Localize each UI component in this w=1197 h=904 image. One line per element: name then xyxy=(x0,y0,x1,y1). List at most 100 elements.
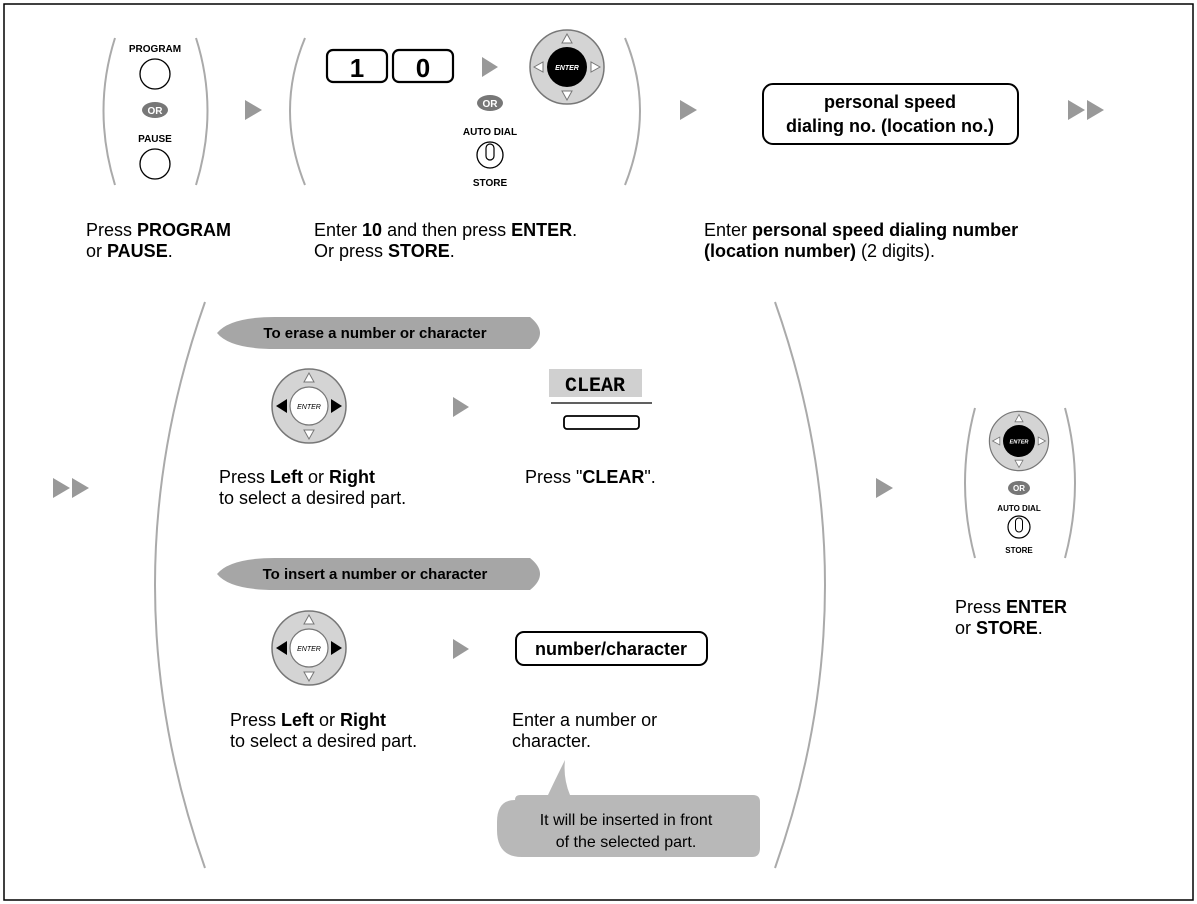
lr-navpad-2: ENTER xyxy=(271,610,347,686)
caption-text: . xyxy=(572,220,578,240)
pause-label: PAUSE xyxy=(138,134,172,145)
caption-text: Right xyxy=(340,710,387,730)
erase-pill: To erase a number or character xyxy=(217,317,540,349)
speed-dial-box-line2: dialing no. (location no.) xyxy=(786,116,994,136)
caption-text: 10 xyxy=(362,220,383,240)
arrow-2a xyxy=(482,57,498,77)
caption-text: or xyxy=(314,710,341,730)
caption-text: to select a desired part. xyxy=(219,488,407,508)
step2-left-bracket xyxy=(289,37,306,186)
speed-dial-box xyxy=(762,83,1019,145)
erase-clear-caption: Press "CLEAR". xyxy=(525,467,656,488)
key-1 xyxy=(325,48,389,84)
caption-text: Enter a number or xyxy=(512,710,658,730)
caption-text: PAUSE xyxy=(107,241,168,261)
double-arrow-b1 xyxy=(53,478,70,498)
key-0-label: 0 xyxy=(416,53,430,83)
caption-text: Left xyxy=(281,710,315,730)
caption-text: (location number) xyxy=(704,241,856,261)
erase-pill-label: To erase a number or character xyxy=(263,325,486,342)
arrow-6 xyxy=(876,478,893,498)
or-badge-1-label: OR xyxy=(148,106,164,117)
arrow-4 xyxy=(453,397,469,417)
caption-text: . xyxy=(167,241,173,261)
caption-text: personal speed dialing number xyxy=(752,220,1019,240)
caption-text: ". xyxy=(644,467,656,487)
or-badge-2-label: OR xyxy=(483,99,499,110)
store-label-1: STORE xyxy=(473,178,508,189)
lr-navpad-1-label: ENTER xyxy=(297,404,321,411)
arrow-1 xyxy=(245,100,262,120)
caption-text: STORE xyxy=(976,618,1038,638)
auto-dial-label-1: AUTO DIAL xyxy=(463,127,517,138)
caption-text: Left xyxy=(270,467,304,487)
caption-text: CLEAR xyxy=(582,467,645,487)
caption-text: ENTER xyxy=(1006,597,1068,617)
double-arrow-b2 xyxy=(72,478,89,498)
insert-pill: To insert a number or character xyxy=(217,558,540,590)
final-right-bracket xyxy=(1064,407,1076,559)
step1-caption: Press PROGRAM or PAUSE. xyxy=(86,220,231,262)
caption-text: ENTER xyxy=(511,220,573,240)
step2-caption: Enter 10 and then press ENTER. Or press … xyxy=(314,220,577,262)
insert-pill-label: To insert a number or character xyxy=(263,566,488,583)
program-label: PROGRAM xyxy=(129,44,181,55)
enter-navpad-1-label: ENTER xyxy=(555,65,579,72)
number-character-box xyxy=(515,631,708,666)
speed-dial-box-line1: personal speed xyxy=(824,92,956,112)
enter-navpad-2-label: ENTER xyxy=(1010,439,1029,445)
callout-line2: of the selected part. xyxy=(556,834,697,851)
enter-navpad-2: ENTER xyxy=(988,410,1050,472)
key-0 xyxy=(391,48,455,84)
step1-left-bracket xyxy=(102,37,116,186)
caption-text: Enter xyxy=(314,220,363,240)
big-left-bracket xyxy=(154,301,206,869)
caption-text: Enter xyxy=(704,220,753,240)
big-right-bracket xyxy=(774,301,826,869)
caption-text: character. xyxy=(512,731,592,751)
store-label-2: STORE xyxy=(1005,546,1033,555)
callout-line1: It will be inserted in front xyxy=(540,812,713,829)
caption-text: Or press xyxy=(314,241,389,261)
lr-navpad-1: ENTER xyxy=(271,368,347,444)
caption-text: Press xyxy=(219,467,271,487)
step3-caption: Enter personal speed dialing number (loc… xyxy=(704,220,1018,262)
caption-text: or xyxy=(303,467,330,487)
caption-text: STORE xyxy=(388,241,450,261)
auto-dial-label-2: AUTO DIAL xyxy=(997,504,1041,513)
or-badge-1 xyxy=(142,102,168,118)
key-1-label: 1 xyxy=(350,53,364,83)
caption-text: or xyxy=(86,241,108,261)
lr-navpad-2-label: ENTER xyxy=(297,646,321,653)
caption-text: Right xyxy=(329,467,376,487)
caption-text: PROGRAM xyxy=(137,220,232,240)
caption-text: Press xyxy=(86,220,138,240)
caption-text: or xyxy=(955,618,977,638)
number-character-label: number/character xyxy=(535,639,687,659)
double-arrow-a2 xyxy=(1087,100,1104,120)
callout-bubble xyxy=(497,760,760,857)
final-caption: Press ENTER or STORE. xyxy=(955,597,1067,639)
store-dial-2-knob xyxy=(1015,517,1023,533)
caption-text: to select a desired part. xyxy=(230,731,418,751)
store-dial-1-knob xyxy=(485,143,495,161)
step1-right-bracket xyxy=(195,37,209,186)
arrow-5 xyxy=(453,639,469,659)
or-badge-3 xyxy=(1008,481,1030,495)
clear-display-bg xyxy=(549,369,642,397)
caption-text: Press " xyxy=(525,467,583,487)
final-left-bracket xyxy=(964,407,976,559)
arrow-3 xyxy=(680,100,697,120)
step2-right-bracket xyxy=(624,37,641,186)
caption-text: . xyxy=(449,241,455,261)
caption-text: and then press xyxy=(382,220,512,240)
double-arrow-a1 xyxy=(1068,100,1085,120)
step2-group: 1 0 ENTER OR AUTO DIAL STORE xyxy=(289,29,641,189)
erase-nav-caption: Press Left or Right to select a desired … xyxy=(219,467,406,509)
caption-text: Press xyxy=(230,710,282,730)
caption-text: Press xyxy=(955,597,1007,617)
clear-soft-button xyxy=(563,415,640,430)
pause-button xyxy=(139,148,171,180)
